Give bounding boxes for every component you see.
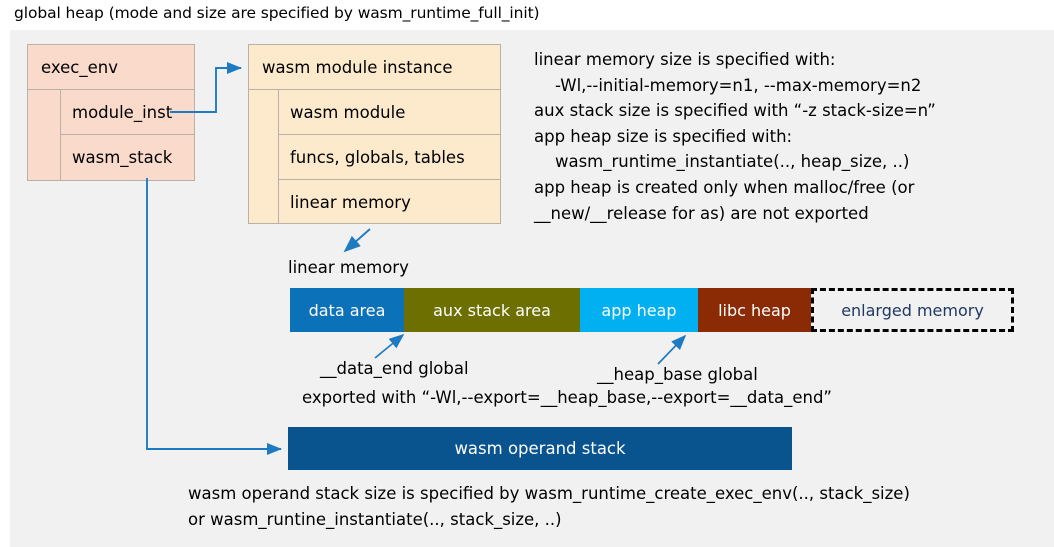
linear-memory-label: linear memory (288, 258, 409, 277)
module-row-funcs-globals-tables: funcs, globals, tables (279, 135, 500, 180)
exec-env-header: exec_env (28, 45, 194, 90)
wasm-module-instance-row-list: wasm module funcs, globals, tables linea… (279, 90, 500, 224)
annotation-heap-base: __heap_base global (597, 365, 758, 384)
exec-env-rows: module_inst wasm_stack (28, 90, 194, 180)
linear-memory-bar: data area aux stack area app heap libc h… (290, 288, 1014, 332)
wasm-module-instance-box: wasm module instance wasm module funcs, … (248, 44, 501, 224)
wasm-module-instance-rows: wasm module funcs, globals, tables linea… (249, 90, 500, 224)
segment-enlarged-memory: enlarged memory (811, 288, 1014, 332)
module-row-linear-memory: linear memory (290, 192, 411, 212)
segment-libc-heap: libc heap (698, 288, 811, 332)
exec-env-row-list: module_inst wasm_stack (61, 90, 194, 180)
exec-env-box: exec_env module_inst wasm_stack (27, 44, 195, 181)
module-row-wasm-module: wasm module (279, 90, 500, 135)
exec-env-gutter (28, 90, 61, 180)
annotation-data-end: __data_end global (320, 359, 469, 378)
segment-data-area: data area (290, 288, 404, 332)
segment-app-heap: app heap (580, 288, 698, 332)
wasm-operand-stack-bar: wasm operand stack (288, 427, 792, 470)
wasm-module-instance-header: wasm module instance (249, 45, 500, 90)
exec-env-row-module-inst: module_inst (61, 90, 194, 135)
linear-memory-notes: linear memory size is specified with: -W… (534, 50, 936, 223)
page-title: global heap (mode and size are specified… (14, 4, 540, 22)
segment-aux-stack-area: aux stack area (404, 288, 580, 332)
exec-env-row-wasm-stack: wasm_stack (72, 148, 173, 167)
wasm-module-instance-gutter (249, 90, 279, 224)
annotation-exported: exported with “-Wl,--export=__heap_base,… (302, 388, 832, 407)
operand-stack-note: wasm operand stack size is specified by … (188, 484, 910, 529)
